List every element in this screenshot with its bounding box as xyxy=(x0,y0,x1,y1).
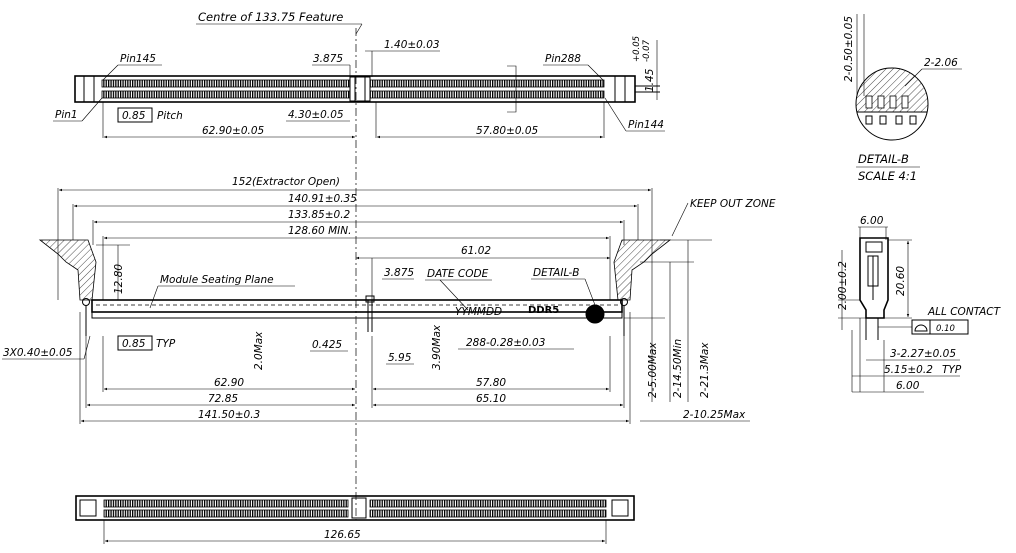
dim-extractor-open: 152(Extractor Open) xyxy=(232,176,340,188)
ddr5-mark: DDR5 xyxy=(528,305,559,316)
top-view: Centre of 133.75 Feature Pin145 Pin288 P… xyxy=(53,10,665,139)
dim-2-206: 2-2.06 xyxy=(924,57,958,69)
dim-7285: 72.85 xyxy=(208,393,238,405)
pin144-label: Pin144 xyxy=(628,119,664,131)
dim-2-213max: 2-21.3Max xyxy=(699,342,711,398)
pin1-label: Pin1 xyxy=(55,109,78,121)
date-code-label: DATE CODE xyxy=(427,268,489,280)
yymmdd-mark: YYMMDD xyxy=(455,306,502,318)
detail-b-title: DETAIL-B xyxy=(858,152,909,166)
dim-3x040: 3X0.40±0.05 xyxy=(3,347,73,359)
tol-plus: +0.05 xyxy=(632,36,642,62)
detail-b-circle xyxy=(585,304,605,324)
dim-2-500max: 2-5.00Max xyxy=(647,342,659,398)
dim-6102: 61.02 xyxy=(461,245,491,257)
dim-3-227: 3-2.27±0.05 xyxy=(890,348,956,360)
seating-plane-label: Module Seating Plane xyxy=(160,274,274,286)
dim-20max: 2.0Max xyxy=(253,331,265,370)
side-view: 6.00 20.60 2.00±0.2 ALL CONTACT 0.10 3-2… xyxy=(837,215,1002,393)
dim-515: 5.15±0.2 xyxy=(884,364,933,376)
dim-2-050: 2-0.50±0.05 xyxy=(843,16,855,82)
pitch-label: Pitch xyxy=(157,110,183,122)
dim-2-1450min: 2-14.50Min xyxy=(672,339,684,398)
dim-12860: 128.60 MIN. xyxy=(288,225,351,237)
dim-5780-top: 57.80±0.05 xyxy=(476,125,539,137)
dim-430: 4.30±0.05 xyxy=(288,109,344,121)
typ-value: 0.85 xyxy=(122,338,146,350)
dim-6510: 65.10 xyxy=(476,393,506,405)
front-view: 152(Extractor Open) 140.91±0.35 133.85±0… xyxy=(2,176,776,424)
detail-b-scale: SCALE 4:1 xyxy=(858,169,917,183)
dim-595: 5.95 xyxy=(388,352,412,364)
pin288-label: Pin288 xyxy=(545,53,581,65)
flatness-value: 0.10 xyxy=(936,324,955,334)
dim-600-bottom: 6.00 xyxy=(896,380,920,392)
centre-note: Centre of 133.75 Feature xyxy=(198,10,343,24)
dim-2060: 20.60 xyxy=(895,266,907,296)
dim-6290-top: 62.90±0.05 xyxy=(202,125,265,137)
dim-6290-front: 62.90 xyxy=(214,377,244,389)
dim-5780-front: 57.80 xyxy=(476,377,506,389)
dim-12665: 126.65 xyxy=(324,529,361,541)
dim-515-typ: TYP xyxy=(942,364,962,376)
left-latch xyxy=(38,239,97,301)
bottom-view: 126.65 xyxy=(75,495,635,544)
dim-390max: 3.90Max xyxy=(431,324,443,370)
right-latch xyxy=(613,239,672,301)
dim-288: 288-0.28±0.03 xyxy=(466,337,545,349)
dim-3875-front: 3.875 xyxy=(384,267,414,279)
detail-b-view: 2-0.50±0.05 2-2.06 DETAIL-B SCALE 4:1 xyxy=(843,14,962,183)
dim-14150: 141.50±0.3 xyxy=(198,409,260,421)
dim-3875-top: 3.875 xyxy=(313,53,343,65)
dim-14091: 140.91±0.35 xyxy=(288,193,357,205)
typ-label: TYP xyxy=(156,338,176,350)
pitch-value: 0.85 xyxy=(122,110,146,122)
pitch-box xyxy=(117,107,153,123)
side-profile xyxy=(859,237,889,319)
dim-13385: 133.85±0.2 xyxy=(288,209,351,221)
detail-b-ref: DETAIL-B xyxy=(533,267,579,279)
dim-145: 1.45 xyxy=(644,68,656,92)
all-contact-label: ALL CONTACT xyxy=(927,306,1002,318)
dim-140: 1.40±0.03 xyxy=(384,39,440,51)
dim-1280: 12.80 xyxy=(113,264,125,294)
bottom-connector-body xyxy=(75,495,635,521)
dim-0425: 0.425 xyxy=(312,339,342,351)
dim-600-top: 6.00 xyxy=(860,215,884,227)
pin145-label: Pin145 xyxy=(120,53,156,65)
dim-200: 2.00±0.2 xyxy=(837,261,849,310)
keep-out-zone: KEEP OUT ZONE xyxy=(690,198,776,210)
top-connector-body xyxy=(74,75,636,103)
dim-2-1025max: 2-10.25Max xyxy=(683,409,746,421)
typ-box xyxy=(117,335,153,351)
tol-minus: -0.07 xyxy=(642,39,652,62)
